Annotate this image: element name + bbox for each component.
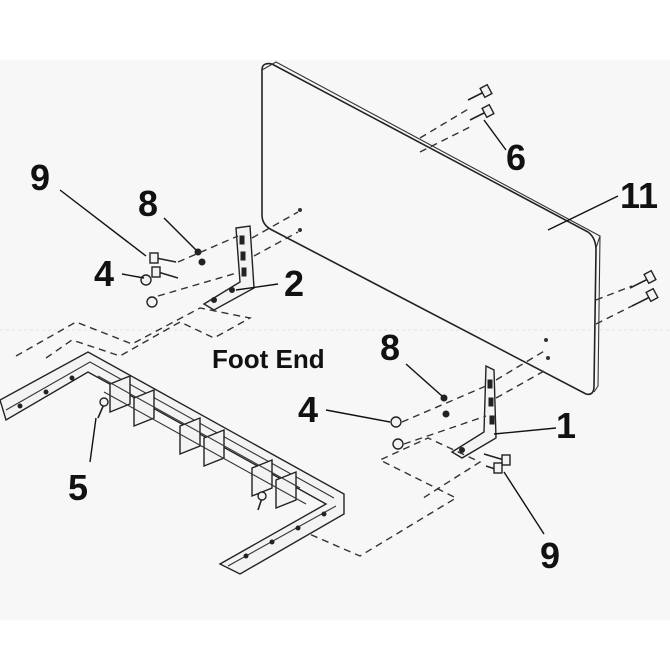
dashed-guide-right-nut-a bbox=[401, 385, 487, 423]
callout-9-upper-left: 9 bbox=[30, 157, 51, 198]
callout-9-right: 9 bbox=[540, 535, 561, 576]
washer-8-left-b bbox=[198, 258, 206, 266]
bolt-9-right-upper bbox=[483, 453, 511, 466]
callout-8-right: 8 bbox=[380, 327, 401, 368]
dashed-guide-1a bbox=[495, 349, 547, 381]
callout-2: 2 bbox=[284, 263, 305, 304]
screw-right-lower bbox=[631, 287, 659, 307]
footboard-panel bbox=[261, 61, 601, 396]
dashed-guide-right-b bbox=[595, 305, 633, 325]
screw-5 bbox=[97, 397, 109, 419]
leader-5 bbox=[89, 417, 97, 463]
leader-4-right bbox=[325, 409, 391, 423]
frame-rail bbox=[0, 351, 345, 575]
screw-6-upper bbox=[467, 83, 493, 101]
dashed-guide-1b bbox=[495, 369, 547, 399]
screw-6-lower bbox=[469, 103, 495, 121]
dashed-guide-6a bbox=[419, 107, 471, 139]
callout-6: 6 bbox=[506, 137, 527, 178]
leader-9-right bbox=[503, 471, 545, 535]
leader-4-upper-left bbox=[121, 273, 145, 279]
nut-4-right-b bbox=[392, 438, 404, 450]
callout-5: 5 bbox=[68, 467, 89, 508]
leader-9-upper-left bbox=[59, 189, 147, 257]
dashed-guide-2a bbox=[251, 211, 299, 239]
dashed-guide-6b bbox=[419, 125, 473, 153]
dashed-guide-left-a bbox=[177, 235, 239, 263]
bolt-9-left-lower bbox=[151, 266, 179, 279]
leader-6 bbox=[483, 119, 507, 151]
screw-5-lower bbox=[257, 491, 267, 511]
washer-8-right-b bbox=[442, 410, 450, 418]
bracket-1 bbox=[450, 364, 497, 459]
leader-11 bbox=[547, 195, 619, 231]
dashed-connector-left bbox=[15, 307, 253, 359]
dashed-guide-left-b bbox=[157, 271, 241, 297]
dashed-guide-right-a bbox=[595, 285, 633, 301]
callout-8-upper-left: 8 bbox=[138, 183, 159, 224]
leader-8-right bbox=[405, 363, 443, 397]
bolt-9-right-lower bbox=[485, 462, 503, 474]
leader-2 bbox=[235, 283, 279, 291]
foot-end-caption: Foot End bbox=[212, 344, 325, 374]
leader-8-upper-left bbox=[163, 217, 197, 251]
dashed-guide-2b bbox=[253, 231, 299, 257]
dashed-guide-right-nut-b bbox=[403, 415, 487, 445]
dashed-connector-right bbox=[299, 437, 482, 557]
callout-11: 11 bbox=[620, 175, 659, 216]
nut-4-left-a bbox=[140, 274, 152, 286]
callout-4-upper-left: 4 bbox=[94, 253, 115, 294]
bolt-9-left-upper bbox=[149, 252, 177, 264]
callout-4-right: 4 bbox=[298, 389, 319, 430]
nut-4-left-b bbox=[146, 296, 158, 308]
scan-background bbox=[0, 60, 670, 620]
washer-8-right-a bbox=[440, 394, 448, 402]
leader-1 bbox=[493, 427, 557, 435]
nut-4-right-a bbox=[390, 416, 402, 428]
screw-right-upper bbox=[629, 269, 657, 289]
callout-1: 1 bbox=[556, 405, 577, 446]
